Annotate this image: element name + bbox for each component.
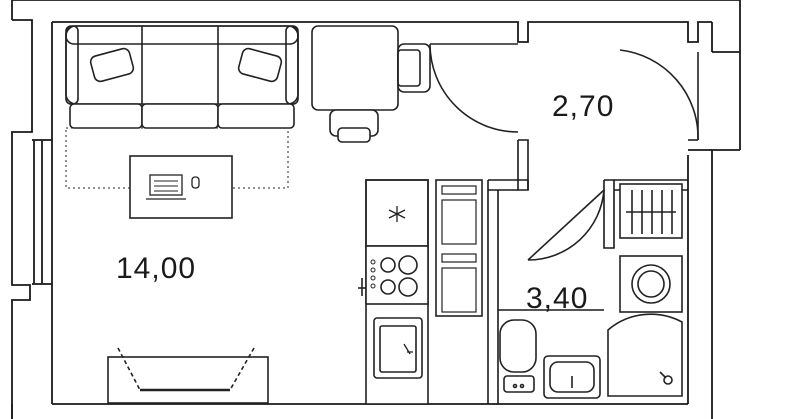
dining-table xyxy=(311,25,399,111)
room-area-living-room: 14,00 xyxy=(116,252,197,285)
kitchen-sink xyxy=(373,317,423,379)
entrance-door xyxy=(619,49,699,141)
tv-stand xyxy=(107,347,269,404)
cup xyxy=(191,176,200,189)
sofa xyxy=(65,25,299,129)
radiator xyxy=(619,183,683,239)
laptop xyxy=(146,174,186,200)
bathroom-door xyxy=(527,189,605,261)
room-area-bathroom: 3,40 xyxy=(526,282,589,315)
stove xyxy=(358,245,429,305)
shower xyxy=(607,313,683,397)
desk xyxy=(129,155,233,219)
toilet xyxy=(499,319,537,393)
rug xyxy=(65,127,289,189)
chair xyxy=(329,43,431,143)
fridge xyxy=(388,206,406,222)
cabinet xyxy=(435,179,483,317)
sink xyxy=(543,355,601,399)
washing-machine xyxy=(619,255,683,313)
room-area-hallway: 2,70 xyxy=(552,90,615,123)
living-door xyxy=(429,43,519,133)
